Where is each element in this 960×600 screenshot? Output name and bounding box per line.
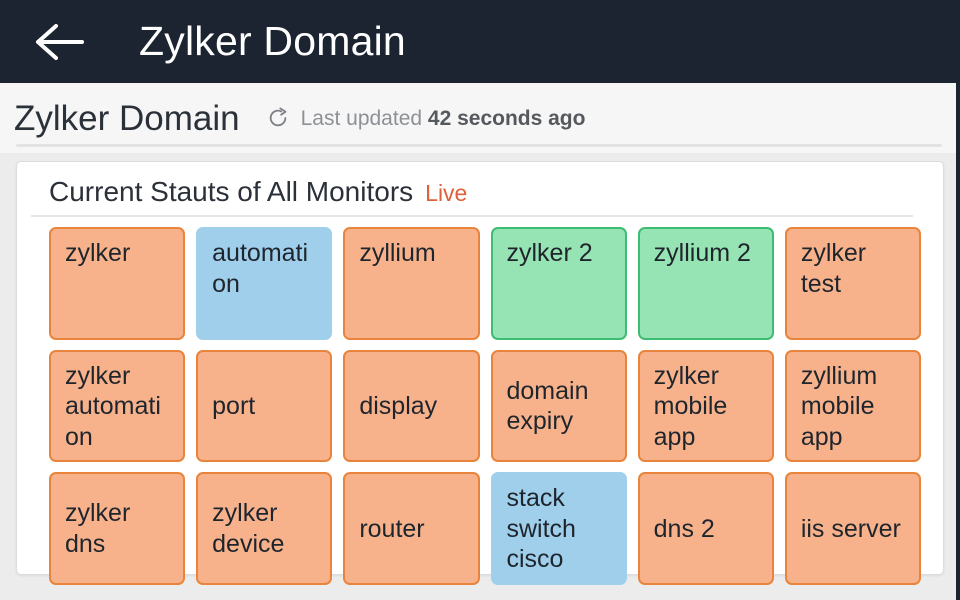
app-bar-title: Zylker Domain [139, 18, 406, 64]
monitor-tile-label: automation [212, 239, 309, 298]
monitor-tile-label: iis server [800, 514, 901, 543]
live-badge: Live [425, 180, 468, 206]
last-updated-value: 42 seconds ago [427, 106, 586, 130]
monitor-tile[interactable]: domain expiry [490, 349, 627, 462]
monitor-tile[interactable]: zyllium [343, 227, 480, 340]
monitor-tile[interactable]: zylker automation [49, 349, 186, 462]
sub-header: Zylker Domain Last updated 42 seconds ag… [0, 83, 960, 153]
monitor-tile[interactable]: zylker test [784, 227, 921, 340]
monitor-tile-label: dns 2 [653, 514, 715, 543]
monitors-card-header: Current Stauts of All Monitors Live [31, 174, 913, 217]
monitor-tile-label: zylker mobile app [653, 361, 728, 451]
page-title: Zylker Domain [14, 98, 240, 138]
monitor-tile-label: display [359, 392, 438, 420]
monitors-card-title: Current Stauts of All Monitors [49, 176, 414, 207]
monitor-tile-label: zyllium [359, 239, 436, 267]
monitor-tile-label: stack switch cisco [506, 484, 576, 573]
monitor-tile-label: zylker 2 [506, 239, 593, 267]
monitor-tile[interactable]: zylker device [196, 472, 333, 585]
monitor-tile[interactable]: port [196, 349, 333, 462]
monitor-tile-label: zyllium 2 [653, 239, 751, 267]
monitor-tile[interactable]: stack switch cisco [490, 472, 627, 585]
sub-header-divider [16, 144, 942, 147]
app-bar: Zylker Domain [0, 0, 960, 83]
monitors-card: Current Stauts of All Monitors Live zylk… [16, 161, 944, 585]
monitor-tile-label: zyllium mobile app [800, 361, 878, 451]
monitor-grid: zylker automation zyllium zylker 2 zyllium 2… [31, 227, 929, 589]
monitor-tile-label: zylker [65, 239, 131, 267]
monitor-tile[interactable]: automation [196, 227, 333, 340]
monitor-tile-label: zylker test [800, 239, 867, 298]
monitor-tile-label: router [359, 514, 425, 543]
monitor-tile[interactable]: router [343, 472, 480, 585]
right-edge-strip [956, 83, 960, 600]
arrow-left-icon[interactable] [34, 22, 86, 62]
monitor-tile[interactable]: display [343, 349, 480, 462]
monitor-tile[interactable]: zyllium 2 [637, 227, 774, 340]
monitor-tile-label: domain expiry [506, 376, 589, 436]
monitor-tile[interactable]: zylker 2 [490, 227, 627, 340]
monitor-tile[interactable]: zyllium mobile app [784, 349, 921, 462]
last-updated-prefix: Last updated [300, 106, 423, 130]
monitor-tile-label: zylker device [212, 499, 285, 558]
monitor-tile-label: zylker automation [65, 361, 161, 451]
monitor-tile[interactable]: zylker [49, 227, 186, 340]
monitor-tile[interactable]: zylker mobile app [637, 349, 774, 462]
monitor-tile[interactable]: iis server [784, 472, 921, 585]
monitor-tile[interactable]: zylker dns [49, 472, 186, 585]
last-updated: Last updated 42 seconds ago [301, 108, 586, 129]
monitor-tile-label: port [212, 392, 256, 420]
refresh-icon[interactable] [267, 107, 289, 129]
page-body: Current Stauts of All Monitors Live zylk… [0, 153, 960, 600]
monitor-tile-label: zylker dns [65, 499, 131, 558]
monitor-tile[interactable]: dns 2 [637, 472, 774, 585]
